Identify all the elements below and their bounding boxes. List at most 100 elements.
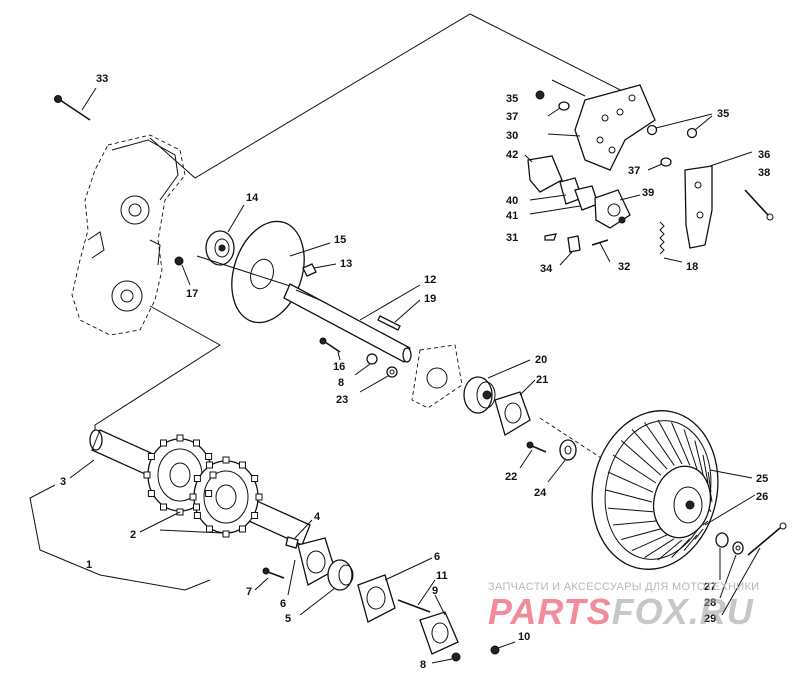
jackshaft-12: [196, 255, 421, 363]
sprocket-tooth: [222, 456, 230, 464]
label-25: 25: [756, 473, 768, 485]
sprocket-tooth: [239, 461, 246, 469]
clutch-fin: [657, 539, 683, 561]
watermark-brand-right: FOX.RU: [612, 591, 754, 632]
watermark-brand-left: PARTS: [488, 591, 612, 632]
label-37-right: 37: [628, 165, 640, 177]
clutch-fin: [683, 534, 698, 551]
label-4: 4: [314, 511, 321, 523]
bolt-33: [54, 87, 97, 121]
label-34: 34: [540, 263, 553, 275]
clutch-fin: [620, 440, 662, 476]
washer-24: [547, 439, 577, 483]
sprocket-tooth: [193, 475, 201, 482]
sprocket-tooth: [239, 525, 246, 533]
sprocket-14: [205, 204, 245, 266]
label-10: 10: [518, 631, 530, 643]
bolt-16: [319, 337, 341, 361]
shaft-centerline: [539, 417, 651, 491]
label-26: 26: [756, 491, 768, 503]
sprocket-tooth: [205, 453, 213, 460]
label-33: 33: [96, 73, 108, 85]
bearing-5: [299, 559, 354, 616]
clip-34: [559, 235, 581, 266]
sprocket-tooth: [147, 453, 155, 460]
label-20: 20: [535, 354, 547, 366]
label-37-left: 37: [506, 111, 518, 123]
watermark: ЗАПЧАСТИ И АКСЕССУАРЫ ДЛЯ МОТОТЕХНИКИ PA…: [488, 581, 759, 632]
label-21: 21: [536, 374, 548, 386]
sprocket-tooth: [193, 512, 201, 519]
bearing-housing-9: [419, 594, 459, 655]
label-18: 18: [686, 261, 698, 273]
nut-10: [490, 641, 516, 655]
washers-27-28: [715, 532, 744, 599]
label-30: 30: [506, 130, 518, 142]
pin-32: [591, 239, 611, 263]
label-15: 15: [334, 234, 346, 246]
label-8-upper: 8: [338, 377, 344, 389]
bearing-plate-dashed: [411, 344, 463, 409]
label-31: 31: [506, 232, 518, 244]
nut-8-upper: [354, 353, 378, 376]
sprocket-tooth: [193, 503, 200, 511]
sleeve-37-left: [547, 101, 570, 117]
key-4: [285, 519, 313, 549]
label-38: 38: [758, 167, 770, 179]
label-29: 29: [704, 613, 716, 625]
label-27: 27: [704, 581, 716, 593]
label-2: 2: [130, 529, 136, 541]
nut-17: [174, 256, 191, 286]
label-32: 32: [618, 261, 630, 273]
sprocket-tooth: [160, 439, 167, 447]
sprocket-tooth: [193, 439, 200, 447]
sprocket-tooth: [147, 490, 155, 497]
clutch-fin: [702, 520, 709, 526]
bolt-7: [254, 567, 285, 591]
sprocket-tooth: [222, 530, 230, 538]
sprocket-tooth: [206, 461, 213, 469]
clutch-fin: [631, 429, 668, 470]
label-5: 5: [285, 613, 291, 625]
sprocket-tooth: [255, 493, 263, 501]
label-35-left: 35: [506, 93, 518, 105]
label-16: 16: [333, 361, 345, 373]
mount-plate-36: [684, 151, 753, 249]
watermark-brand: PARTSFOX.RU: [488, 591, 754, 632]
sprocket-tooth: [251, 475, 259, 482]
clutch-fin: [612, 454, 657, 484]
clutch-fin: [707, 471, 712, 493]
sprocket-tooth: [189, 493, 197, 501]
bolt-38: [744, 189, 774, 221]
label-39: 39: [642, 187, 654, 199]
pin-31: [544, 233, 557, 241]
label-40: 40: [506, 195, 518, 207]
caliper-bracket-30: [547, 79, 656, 171]
clutch-fin: [621, 528, 661, 540]
clutch-fin: [612, 520, 657, 526]
part-labels: 33 14 15 13 17 12 19 16 8 23 20 21 22 24…: [60, 73, 770, 671]
caliper-piston-42: [524, 154, 563, 193]
sprocket-tooth: [176, 434, 184, 442]
clutch-fin: [683, 429, 698, 470]
bearing-20: [463, 359, 531, 414]
assembly-bracket-1: [29, 484, 211, 591]
washer-23: [359, 366, 398, 393]
sleeve-37-right: [647, 157, 672, 171]
label-14: 14: [246, 192, 259, 204]
driven-clutch-25: [591, 410, 753, 570]
label-7: 7: [246, 586, 252, 598]
label-24: 24: [534, 487, 547, 499]
caliper-39: [594, 189, 641, 229]
label-1: 1: [86, 559, 92, 571]
clutch-fin: [607, 471, 654, 493]
label-41: 41: [506, 210, 518, 222]
label-23: 23: [336, 394, 348, 406]
label-8-lower: 8: [420, 659, 426, 671]
connector-lines: [94, 13, 641, 440]
label-22: 22: [505, 471, 517, 483]
sprocket-tooth: [143, 471, 151, 479]
watermark-tagline: ЗАПЧАСТИ И АКСЕССУАРЫ ДЛЯ МОТОТЕХНИКИ: [488, 581, 759, 593]
label-42: 42: [506, 149, 518, 161]
bolt-29: [721, 522, 787, 616]
